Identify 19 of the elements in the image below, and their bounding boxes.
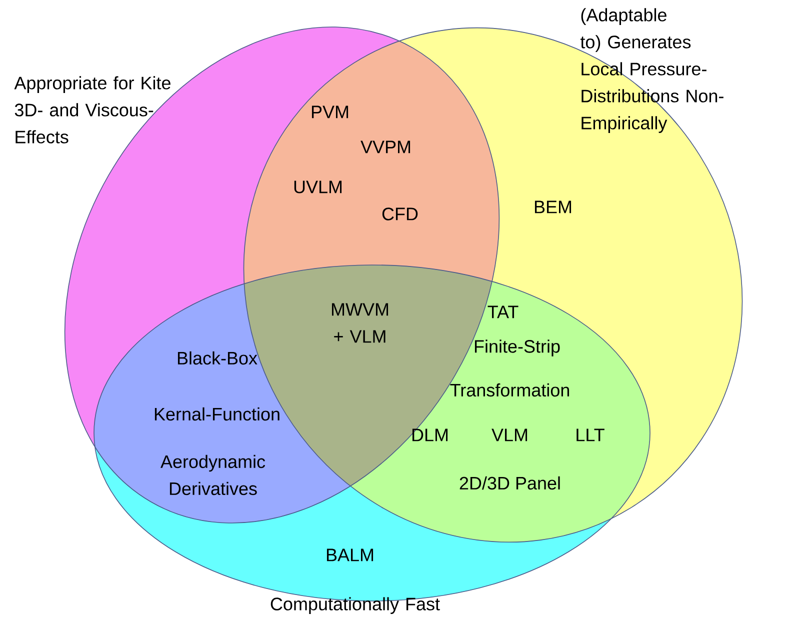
- method-label: TAT: [488, 306, 518, 318]
- method-label: MWVM + VLM: [332, 303, 388, 343]
- method-label: Transformation: [450, 383, 570, 397]
- method-label: VVPM: [360, 140, 410, 154]
- method-label: BEM: [534, 200, 572, 214]
- method-label: DLM: [412, 428, 448, 442]
- method-label: BALM: [326, 548, 374, 562]
- method-label: Aerodynamic Derivatives: [160, 454, 266, 496]
- method-label: LLT: [576, 428, 604, 442]
- method-label: Finite-Strip: [474, 340, 560, 356]
- set-label: Computationally Fast: [270, 597, 440, 614]
- method-label: CFD: [382, 208, 418, 220]
- set-label: Appropriate for Kite 3D- and Viscous-Effects: [14, 76, 170, 144]
- method-label: VLM: [492, 428, 528, 442]
- method-label: Kernal-Function: [154, 407, 280, 421]
- method-label: Black-Box: [178, 351, 258, 365]
- method-label: UVLM: [294, 180, 342, 194]
- method-label: 2D/3D Panel: [460, 476, 560, 490]
- method-label: PVM: [312, 106, 348, 118]
